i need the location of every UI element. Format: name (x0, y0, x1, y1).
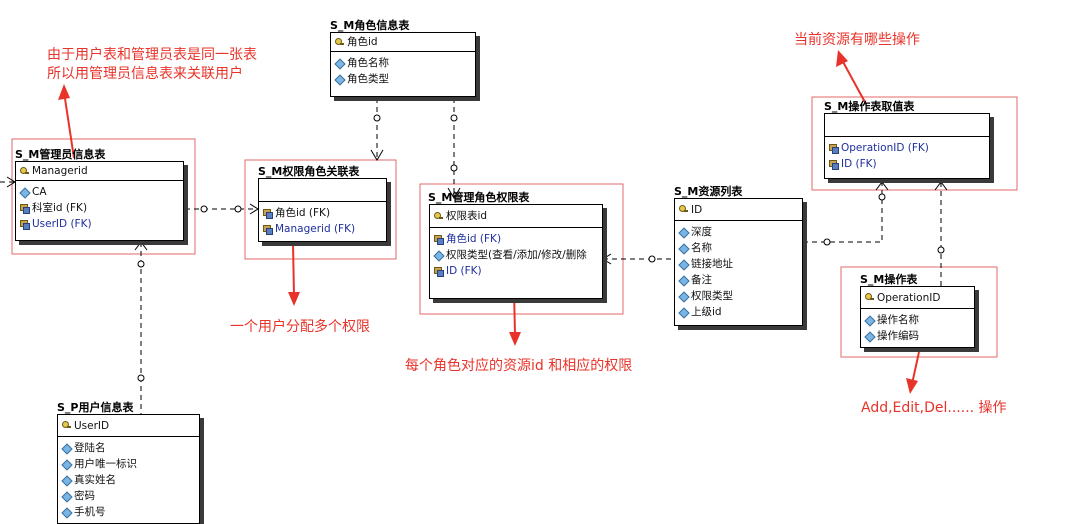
annotation-resource-ops: 当前资源有哪些操作 (794, 32, 920, 48)
key-icon (434, 211, 443, 221)
field: OperationID (FK) (841, 142, 929, 154)
foreign-key-icon (263, 224, 273, 235)
attribute-diamond-icon (335, 59, 344, 68)
entity-user[interactable]: S_P用户信息表 UserID 登陆名 用户唯一标识 真实姓名 密码 手机号 (57, 401, 200, 524)
foreign-key-icon (434, 234, 444, 245)
attribute-diamond-icon (679, 244, 688, 253)
entity-title: S_M操作表取值表 (824, 100, 915, 113)
foreign-key-icon (263, 208, 273, 219)
field: 深度 (691, 226, 712, 238)
entity-operation[interactable]: S_M操作表 OperationID 操作名称 操作编码 (860, 273, 975, 348)
annotation-same-table-line1: 由于用户表和管理员表是同一张表 (47, 47, 257, 63)
attribute-diamond-icon (62, 460, 71, 469)
highlight-admin (11, 138, 196, 255)
field: 角色类型 (347, 73, 389, 85)
entity-admin-role-perm[interactable]: S_M管理角色权限表 权限表id 角色id (FK) 权限类型(查看/添加/修改… (428, 191, 603, 299)
attribute-diamond-icon (20, 188, 29, 197)
entity-admin[interactable]: S_M管理员信息表 Managerid CA 科室id (FK) UserID … (15, 148, 184, 241)
field: 链接地址 (691, 258, 733, 270)
pk-field: UserID (74, 419, 110, 432)
highlight-operation (840, 266, 998, 358)
field: 科室id (FK) (32, 202, 88, 214)
attribute-diamond-icon (62, 492, 71, 501)
key-icon (679, 205, 688, 214)
field: ID (FK) (841, 158, 877, 170)
attribute-diamond-icon (679, 276, 688, 285)
attribute-diamond-icon (62, 476, 71, 485)
pk-field: ID (691, 203, 703, 216)
key-icon (62, 421, 71, 430)
foreign-key-icon (829, 143, 839, 154)
field: 权限类型 (691, 290, 733, 302)
entity-title: S_M操作表 (860, 273, 918, 286)
field: 手机号 (74, 506, 106, 518)
foreign-key-icon (829, 159, 839, 170)
attribute-diamond-icon (865, 316, 874, 325)
attribute-diamond-icon (335, 75, 344, 84)
entity-title: S_M角色信息表 (330, 19, 410, 32)
attribute-diamond-icon (679, 292, 688, 301)
attribute-diamond-icon (679, 308, 688, 317)
foreign-key-icon (20, 203, 30, 214)
relationship-lines (0, 50, 1018, 418)
annotation-role-resource: 每个角色对应的资源id 和相应的权限 (405, 358, 633, 374)
key-icon (865, 293, 874, 302)
field: 名称 (691, 242, 712, 254)
pk-field: 权限表id (446, 210, 488, 222)
entity-title: S_M资源列表 (674, 185, 743, 198)
attribute-diamond-icon (865, 332, 874, 341)
entity-title: S_M管理角色权限表 (428, 191, 530, 204)
field: 上级id (691, 306, 722, 318)
foreign-key-icon (20, 219, 30, 230)
attribute-diamond-icon (679, 228, 688, 237)
annotation-ops-example: Add,Edit,Del...... 操作 (861, 400, 1007, 416)
foreign-key-icon (434, 266, 444, 277)
field: 权限类型(查看/添加/修改/删除 (446, 249, 587, 261)
field: 登陆名 (74, 442, 106, 454)
pk-field: 角色id (347, 36, 378, 48)
field: 密码 (74, 490, 95, 502)
attribute-diamond-icon (62, 508, 71, 517)
field: 角色id (FK) (446, 233, 502, 245)
entity-title: S_M权限角色关联表 (258, 165, 360, 178)
field: UserID (FK) (32, 218, 92, 230)
entity-role[interactable]: S_M角色信息表 角色id 角色名称 角色类型 (330, 19, 476, 97)
field: 操作名称 (877, 314, 919, 326)
annotation-user-roles: 一个用户分配多个权限 (230, 319, 370, 335)
pk-field: Managerid (32, 165, 88, 177)
key-icon (335, 37, 344, 47)
field: 备注 (691, 274, 712, 286)
field: CA (32, 186, 47, 198)
entity-op-value[interactable]: S_M操作表取值表 OperationID (FK) ID (FK) (824, 100, 990, 179)
annotation-same-table-line2: 所以用管理员信息表来关联用户 (47, 66, 243, 82)
field: Managerid (FK) (275, 223, 356, 235)
highlight-admin-role-perm (419, 183, 624, 315)
highlight-op-value (811, 96, 1018, 191)
entity-resource[interactable]: S_M资源列表 ID 深度 名称 链接地址 备注 权限类型 上级id (674, 185, 803, 326)
attribute-diamond-icon (434, 251, 443, 260)
entity-perm-role[interactable]: S_M权限角色关联表 角色id (FK) Managerid (FK) (258, 165, 387, 242)
field: 角色id (FK) (275, 207, 331, 219)
attribute-diamond-icon (679, 260, 688, 269)
field: 真实姓名 (74, 474, 116, 486)
link-resource-opvalue (803, 182, 883, 243)
highlight-perm-role (244, 159, 397, 260)
field: 用户唯一标识 (74, 458, 137, 470)
attribute-diamond-icon (62, 444, 71, 453)
entity-title: S_P用户信息表 (57, 401, 134, 414)
key-icon (20, 166, 29, 176)
field: 角色名称 (347, 57, 389, 69)
field: ID (FK) (446, 265, 482, 277)
field: 操作编码 (877, 330, 919, 342)
entity-title: S_M管理员信息表 (15, 148, 106, 161)
pk-field: OperationID (877, 291, 941, 304)
